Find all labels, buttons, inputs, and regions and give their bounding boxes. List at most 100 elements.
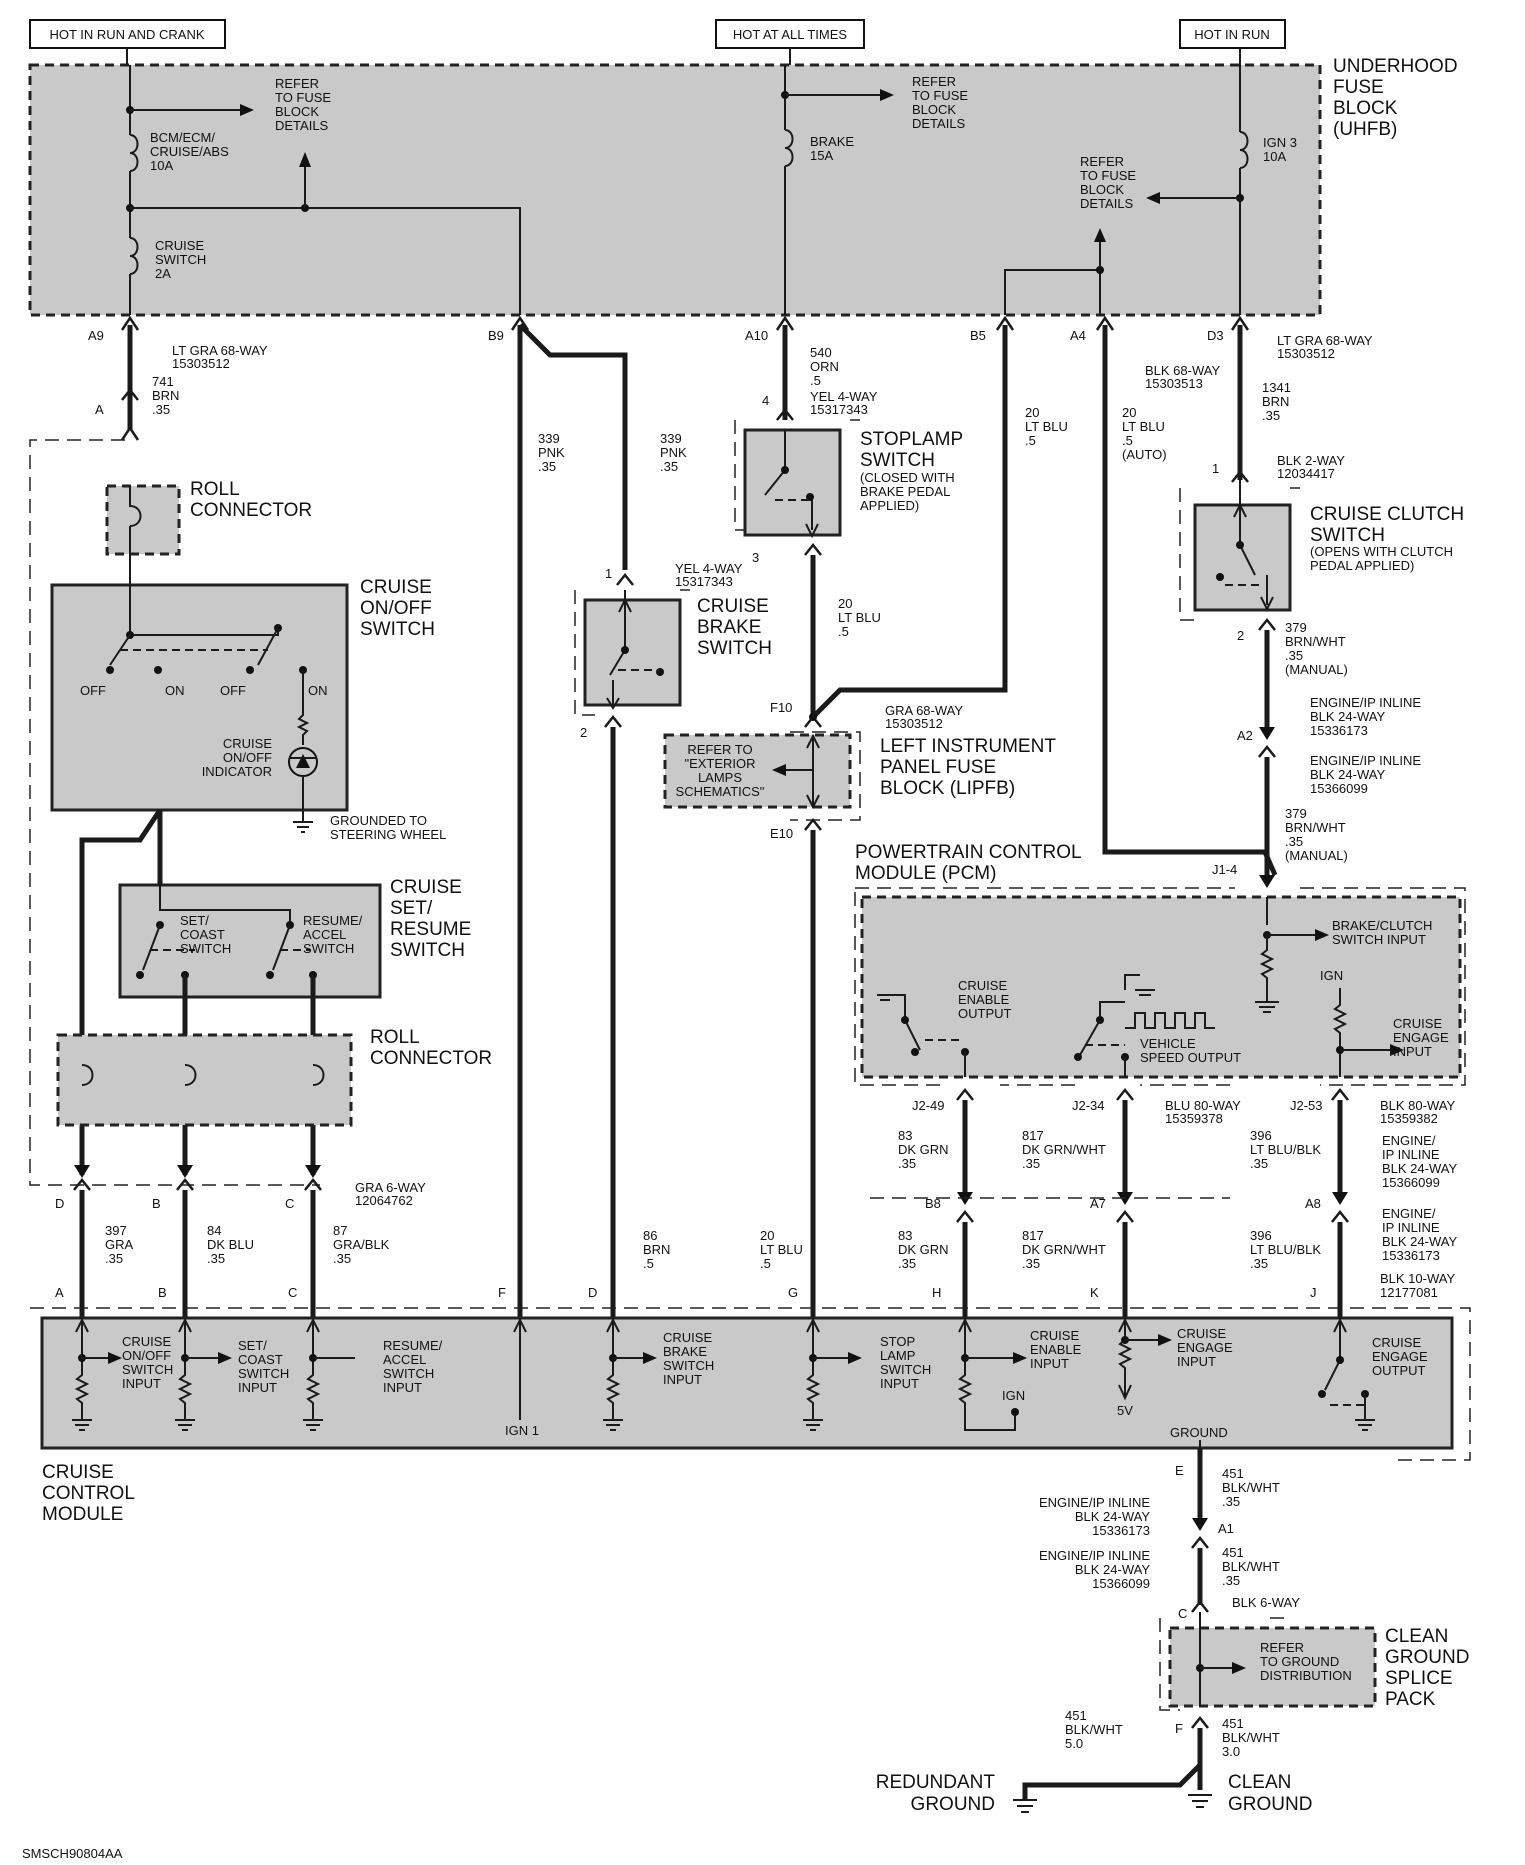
svg-text:BLOCK (LIPFB): BLOCK (LIPFB) <box>880 778 1015 799</box>
svg-text:.5: .5 <box>760 1256 771 1271</box>
cruise-set-resume-switch <box>118 883 382 999</box>
svg-text:LT GRA 68-WAY: LT GRA 68-WAY <box>172 343 268 358</box>
svg-text:REFER: REFER <box>275 76 319 91</box>
svg-text:BRAKE: BRAKE <box>810 134 854 149</box>
svg-text:PACK: PACK <box>1385 1689 1436 1710</box>
wire-87-label: 87 GRA/BLK .35 <box>333 1223 390 1266</box>
svg-text:A: A <box>55 1285 64 1300</box>
pin-b: B <box>152 1196 161 1211</box>
svg-text:15359378: 15359378 <box>1165 1111 1223 1126</box>
connector-yel-brake: YEL 4-WAY 15317343 <box>675 561 743 589</box>
wire-540-label: 540 ORN .5 <box>810 345 839 388</box>
pin-j234: J2-34 <box>1072 1098 1105 1113</box>
svg-text:GROUND: GROUND <box>911 1794 995 1815</box>
svg-text:ROLL: ROLL <box>190 479 240 500</box>
indicator-lamp-icon <box>288 747 318 777</box>
svg-text:(UHFB): (UHFB) <box>1333 119 1397 140</box>
svg-text:BLU 80-WAY: BLU 80-WAY <box>1165 1098 1241 1113</box>
svg-text:"EXTERIOR: "EXTERIOR <box>684 756 755 771</box>
svg-text:PNK: PNK <box>660 445 687 460</box>
svg-text:REFER: REFER <box>912 74 956 89</box>
svg-text:15336173: 15336173 <box>1382 1248 1440 1263</box>
svg-text:SWITCH: SWITCH <box>663 1358 714 1373</box>
svg-text:TO GROUND: TO GROUND <box>1260 1654 1339 1669</box>
connector-eng-a1-top: ENGINE/IP INLINE BLK 24-WAY 15336173 <box>1039 1495 1150 1538</box>
svg-text:MODULE (PCM): MODULE (PCM) <box>855 863 996 884</box>
pin-brake2: 2 <box>580 725 587 740</box>
wire-83b-label: 83 DK GRN .35 <box>898 1228 949 1271</box>
wire-83a-label: 83 DK GRN .35 <box>898 1128 949 1171</box>
svg-text:D: D <box>588 1285 597 1300</box>
svg-text:INPUT: INPUT <box>880 1376 919 1391</box>
ccm-input-cells <box>72 1317 1375 1448</box>
svg-text:GROUNDED TO: GROUNDED TO <box>330 813 427 828</box>
svg-text:.35: .35 <box>1285 834 1303 849</box>
svg-text:ENGINE/IP INLINE: ENGINE/IP INLINE <box>1039 1495 1150 1510</box>
svg-text:SWITCH: SWITCH <box>1310 525 1385 546</box>
svg-text:15317343: 15317343 <box>675 574 733 589</box>
svg-text:83: 83 <box>898 1128 912 1143</box>
svg-text:20: 20 <box>760 1228 774 1243</box>
svg-text:IP INLINE: IP INLINE <box>1382 1147 1440 1162</box>
svg-text:INPUT: INPUT <box>1393 1044 1432 1059</box>
svg-text:.35: .35 <box>1250 1256 1268 1271</box>
fuse-bcm-icon <box>129 134 139 172</box>
svg-text:ENGINE/IP INLINE: ENGINE/IP INLINE <box>1310 695 1421 710</box>
grounded-label: GROUNDED TO STEERING WHEEL <box>330 813 446 842</box>
refer-fuse-center: REFER TO FUSE BLOCK DETAILS <box>912 74 968 131</box>
svg-text:LT GRA 68-WAY: LT GRA 68-WAY <box>1277 333 1373 348</box>
indicator-label: CRUISE ON/OFF INDICATOR <box>202 736 273 779</box>
pin-f-gnd: F <box>1175 1721 1183 1736</box>
svg-text:83: 83 <box>898 1228 912 1243</box>
pcm-brake-clutch-label: BRAKE/CLUTCH SWITCH INPUT <box>1332 918 1432 947</box>
svg-text:ENGINE/: ENGINE/ <box>1382 1206 1436 1221</box>
svg-text:YEL 4-WAY: YEL 4-WAY <box>675 561 743 576</box>
svg-text:15366099: 15366099 <box>1382 1175 1440 1190</box>
cruise-control-module <box>40 1316 1454 1450</box>
pin-stop4: 4 <box>762 393 769 408</box>
cruise-onoff-label: CRUISE ON/OFF SWITCH <box>360 577 435 640</box>
off-2-label: OFF <box>220 683 246 698</box>
svg-text:CRUISE/ABS: CRUISE/ABS <box>150 144 229 159</box>
svg-text:REFER: REFER <box>1260 1640 1304 1655</box>
svg-text:(MANUAL): (MANUAL) <box>1285 662 1348 677</box>
svg-text:12064762: 12064762 <box>355 1193 413 1208</box>
svg-text:SWITCH: SWITCH <box>880 1362 931 1377</box>
svg-text:F: F <box>498 1285 506 1300</box>
pin-a7: A7 <box>1090 1196 1106 1211</box>
svg-text:STEERING WHEEL: STEERING WHEEL <box>330 827 446 842</box>
connector-blu80: BLU 80-WAY 15359378 <box>1165 1098 1241 1126</box>
svg-text:(OPENS WITH CLUTCH: (OPENS WITH CLUTCH <box>1310 544 1453 559</box>
svg-text:15A: 15A <box>810 148 833 163</box>
svg-text:STOP: STOP <box>880 1334 915 1349</box>
svg-text:H: H <box>932 1285 941 1300</box>
stoplamp-label: STOPLAMP SWITCH <box>860 429 963 471</box>
svg-text:CRUISE: CRUISE <box>1177 1326 1226 1341</box>
svg-text:BLK/WHT: BLK/WHT <box>1222 1480 1280 1495</box>
ccm-title: CRUISE CONTROL MODULE <box>42 1462 135 1525</box>
svg-text:.35: .35 <box>1222 1573 1240 1588</box>
set-coast-label: SET/ COAST SWITCH <box>180 913 231 956</box>
wire-379b-label: 379 BRN/WHT .35 (MANUAL) <box>1285 806 1348 863</box>
svg-text:POWERTRAIN CONTROL: POWERTRAIN CONTROL <box>855 842 1082 863</box>
svg-text:INDICATOR: INDICATOR <box>202 764 272 779</box>
svg-text:BLK 24-WAY: BLK 24-WAY <box>1075 1562 1150 1577</box>
svg-text:FUSE: FUSE <box>1333 77 1384 98</box>
refer-fuse-left: REFER TO FUSE BLOCK DETAILS <box>275 76 331 133</box>
on-1-label: ON <box>165 683 185 698</box>
lipfb-label: LEFT INSTRUMENT PANEL FUSE BLOCK (LIPFB) <box>880 736 1056 799</box>
roll-connector-1 <box>105 484 181 556</box>
svg-text:C: C <box>288 1285 297 1300</box>
svg-text:BLK 80-WAY: BLK 80-WAY <box>1380 1098 1455 1113</box>
fuse-ign3-label: IGN 3 10A <box>1263 135 1297 164</box>
svg-text:ON/OFF: ON/OFF <box>122 1348 171 1363</box>
connector-gra68: GRA 68-WAY 15303512 <box>885 703 963 731</box>
svg-text:D3: D3 <box>1207 328 1224 343</box>
svg-text:REFER TO: REFER TO <box>687 742 752 757</box>
svg-text:K: K <box>1090 1285 1099 1300</box>
svg-text:SPEED OUTPUT: SPEED OUTPUT <box>1140 1050 1241 1065</box>
pin-clutch1: 1 <box>1212 461 1219 476</box>
svg-text:ORN: ORN <box>810 359 839 374</box>
wire-451b-label: 451 BLK/WHT .35 <box>1222 1545 1280 1588</box>
svg-text:15317343: 15317343 <box>810 402 868 417</box>
